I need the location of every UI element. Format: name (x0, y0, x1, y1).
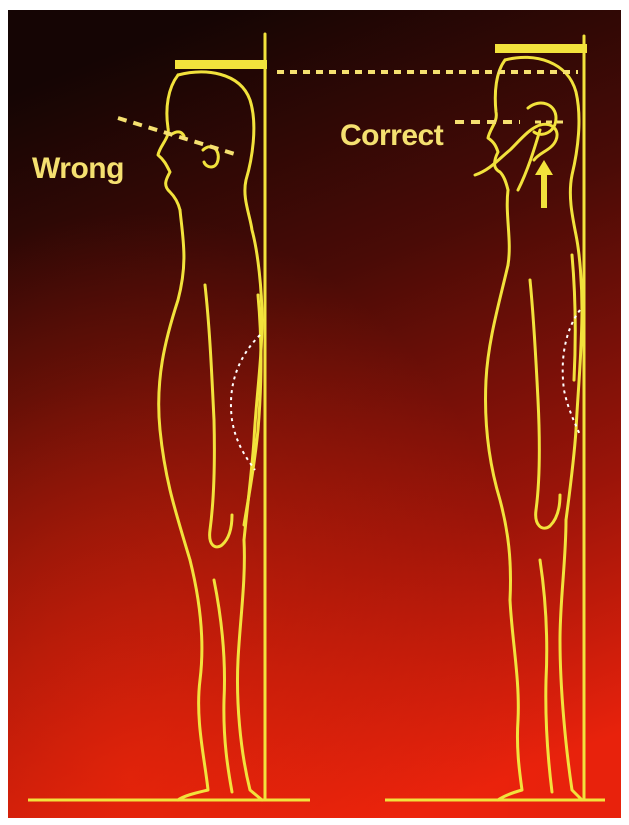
measure-bar-right (495, 44, 587, 53)
label-correct: Correct (340, 119, 444, 152)
label-wrong: Wrong (32, 152, 124, 185)
measure-bar-left (175, 60, 267, 69)
